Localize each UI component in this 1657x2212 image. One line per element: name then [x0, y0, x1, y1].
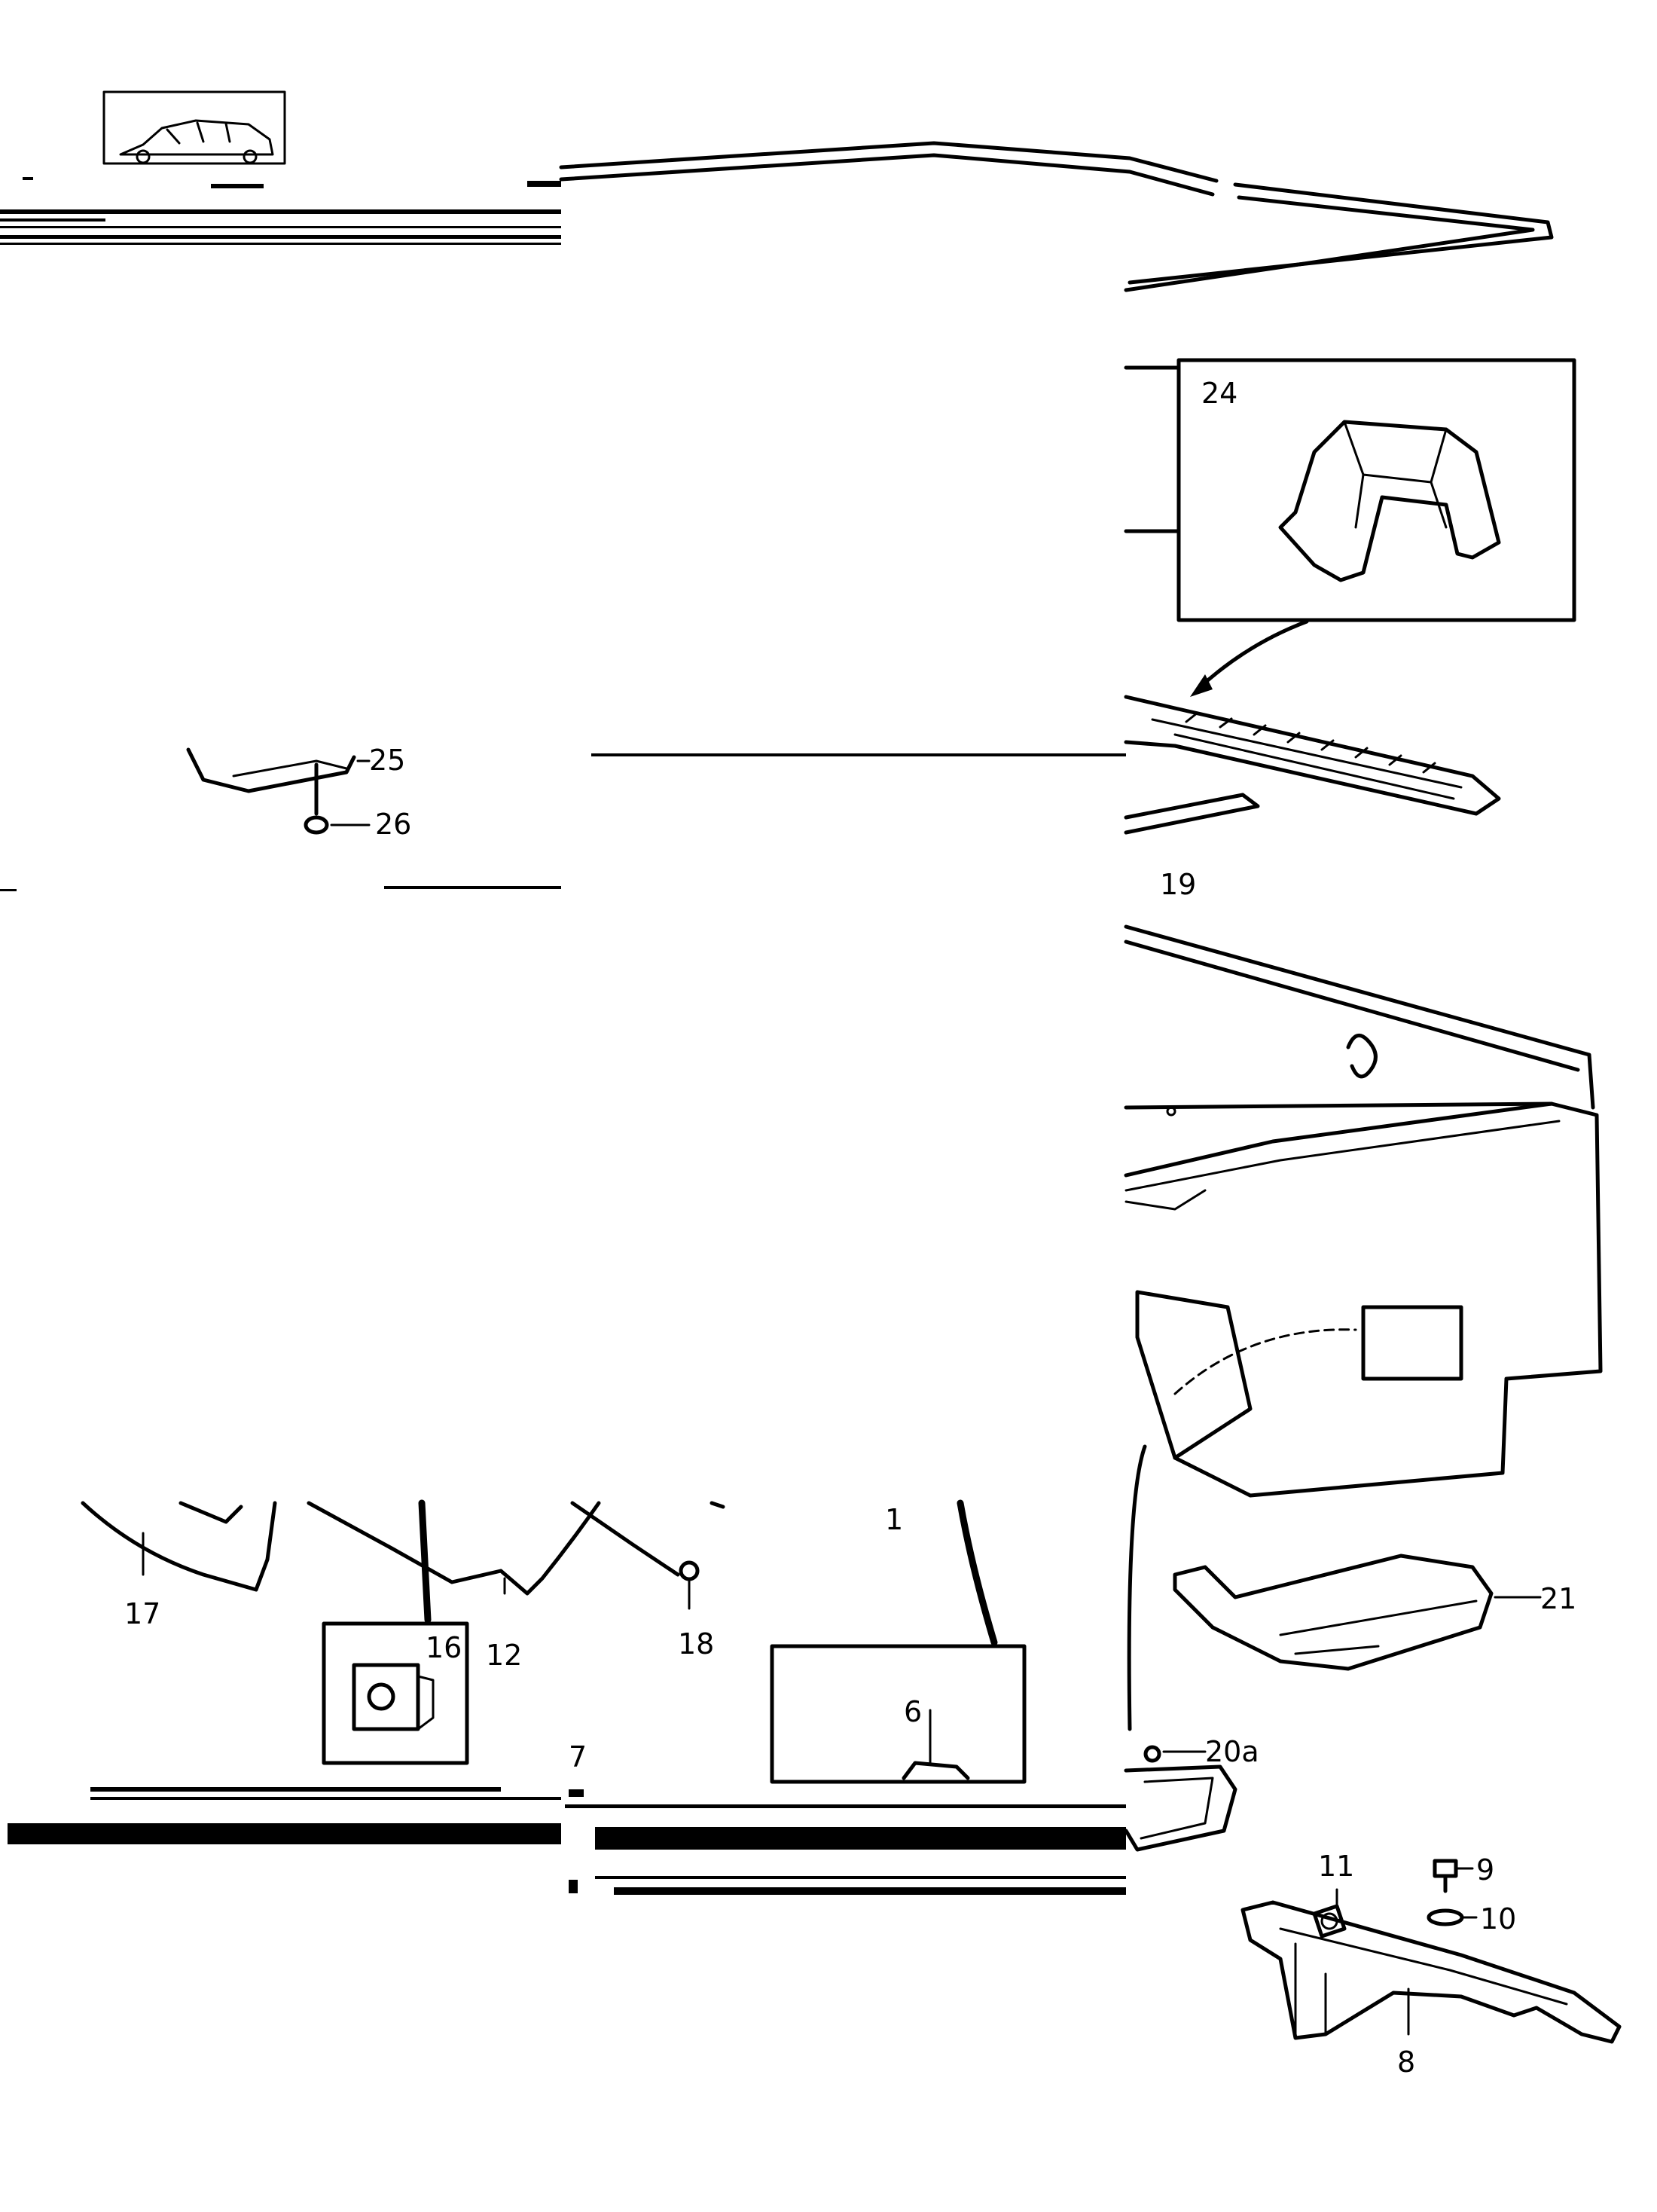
end-cover: [1173, 1554, 1542, 1671]
callout-26: 26: [375, 808, 411, 841]
sill-rail-assembly: [8, 1644, 1126, 1895]
callout-9: 9: [1476, 1853, 1494, 1887]
callout-16: 16: [426, 1631, 462, 1664]
trim-end-cap: [1124, 1745, 1237, 1852]
callout-24: 24: [1201, 377, 1237, 410]
callout-21: 21: [1540, 1582, 1576, 1615]
callout-12: 12: [486, 1639, 522, 1672]
callout-17: 17: [124, 1597, 160, 1630]
callout-25: 25: [369, 744, 405, 777]
callout-19: 19: [1160, 868, 1196, 901]
cable: [957, 1499, 998, 1646]
lower-left-panel: [81, 1499, 725, 1624]
callout-11: 11: [1318, 1850, 1354, 1883]
clip-detail-box: [1124, 358, 1576, 697]
callout-labels: 24 25 26 19 1 17 16 12 18 21 6 20a 7 11 …: [124, 377, 1576, 2079]
nut-detail-box: [322, 1621, 469, 1765]
header-rail-left: [0, 177, 561, 245]
callout-10: 10: [1480, 1902, 1516, 1936]
callout-18: 18: [678, 1627, 714, 1661]
separator-line: [591, 753, 1126, 756]
callout-20a: 20a: [1205, 1735, 1259, 1768]
callout-1: 1: [885, 1503, 903, 1536]
callout-8: 8: [1397, 2045, 1415, 2079]
storage-tray: [1124, 924, 1603, 1731]
mount-bracket: [1240, 1859, 1622, 2044]
car-silhouette-icon: [102, 90, 286, 188]
slotted-rail: [1124, 695, 1501, 835]
callout-6: 6: [904, 1695, 922, 1728]
callout-7: 7: [569, 1740, 587, 1774]
roof-trim-strip: [559, 141, 1554, 292]
bracket-with-screw: [0, 747, 561, 891]
